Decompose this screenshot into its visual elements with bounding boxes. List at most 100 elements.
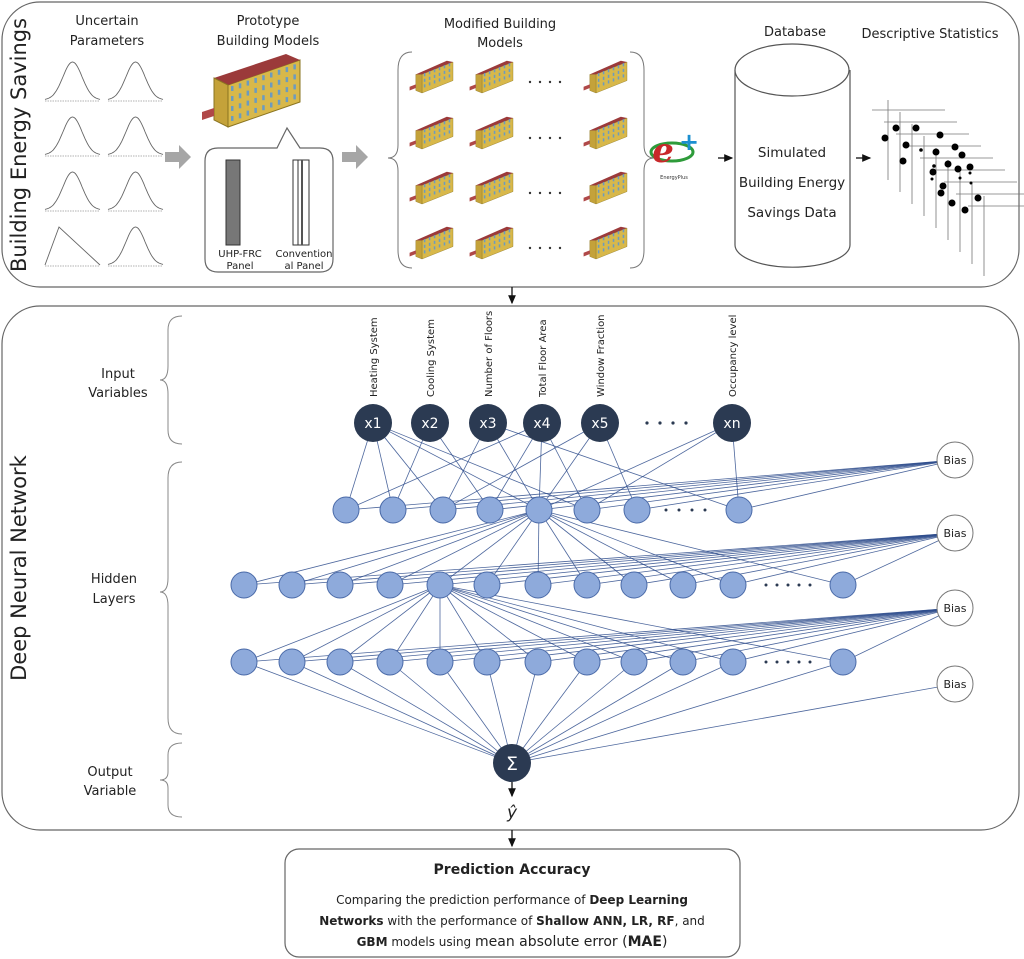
connection-line	[243, 584, 441, 663]
ellipsis-dot	[538, 191, 542, 195]
input-variable-label: Heating System	[369, 317, 380, 397]
bias-label: Bias	[943, 678, 966, 691]
result-text-segment: Deep Learning	[589, 893, 688, 907]
left-brace	[387, 51, 413, 269]
ellipsis-dot	[671, 421, 675, 425]
connection-line	[511, 683, 956, 764]
scatter-point	[936, 131, 944, 139]
scatter-point	[912, 124, 920, 132]
connection-line	[389, 584, 441, 663]
input-node-label: x1	[364, 416, 381, 432]
conventional-label-2: al Panel	[284, 261, 323, 272]
hidden-node	[669, 571, 697, 599]
building-icon	[409, 226, 454, 260]
ellipsis-dot	[548, 191, 552, 195]
hidden-node	[326, 571, 354, 599]
hidden-label-2: Layers	[92, 592, 135, 607]
ellipsis-dot	[690, 508, 694, 512]
hidden-node	[476, 496, 504, 524]
bias-label: Bias	[943, 527, 966, 540]
input-variable-label: Window Fraction	[596, 314, 607, 397]
connection-line	[511, 661, 684, 764]
connection-line	[442, 459, 956, 511]
input-variable-label: Number of Floors	[484, 311, 495, 397]
hidden-node	[429, 496, 457, 524]
result-line-2: Networks with the performance of Shallow…	[319, 914, 705, 928]
hidden-node	[473, 571, 501, 599]
result-text-segment: Shallow ANN, LR, RF	[536, 914, 674, 928]
hidden-node	[573, 648, 601, 676]
connection-line	[243, 607, 956, 663]
connection-line	[372, 422, 540, 511]
ellipsis-dot	[548, 80, 552, 84]
connection-line	[291, 607, 956, 663]
bias-label: Bias	[943, 602, 966, 615]
hidden-node	[278, 648, 306, 676]
uncertain-parameters-label-1: Uncertain	[75, 14, 138, 29]
ellipsis-dot	[538, 246, 542, 250]
bias-label: Bias	[943, 454, 966, 467]
connection-line	[842, 532, 956, 586]
hidden-node	[524, 648, 552, 676]
bias-node	[936, 441, 974, 479]
arrow-to-prototype-icon	[165, 145, 191, 169]
result-text-segment: Comparing the prediction performance of	[336, 893, 589, 907]
connection-line	[439, 661, 513, 764]
input-node	[354, 404, 392, 442]
connection-line	[586, 532, 956, 586]
result-title: Prediction Accuracy	[434, 862, 591, 878]
result-text-segment: Networks	[319, 914, 383, 928]
database-cylinder	[734, 43, 851, 268]
scatter-point	[902, 141, 910, 149]
connection-line	[339, 584, 441, 663]
hidden-node	[376, 648, 404, 676]
ellipsis-dot	[658, 421, 662, 425]
database-text-3: Savings Data	[747, 205, 836, 221]
scatter-point	[966, 163, 974, 171]
bias-node	[936, 589, 974, 627]
database-label: Database	[764, 25, 826, 40]
bias-node	[936, 665, 974, 703]
distribution-curve	[44, 61, 101, 100]
input-node	[469, 404, 507, 442]
scatter-point	[930, 177, 934, 181]
ellipsis-dot	[775, 660, 779, 664]
prototype-building	[202, 54, 301, 128]
scatter-point	[881, 134, 889, 142]
connection-line	[439, 607, 956, 663]
ellipsis-dot	[808, 660, 812, 664]
ellipsis-dot	[764, 660, 768, 664]
input-node-label: xn	[723, 416, 740, 432]
result-line-1: Comparing the prediction performance of …	[336, 893, 688, 907]
ellipsis-dot	[528, 191, 532, 195]
building-icon	[583, 60, 628, 94]
connection-line	[489, 459, 956, 511]
connection-line	[243, 532, 956, 586]
building-icon	[409, 60, 454, 94]
hidden-node	[573, 496, 601, 524]
hidden-node	[473, 648, 501, 676]
connection-line	[538, 509, 734, 586]
building-icon	[469, 171, 514, 205]
scatter-point	[961, 206, 969, 214]
result-line-3: GBM models using mean absolute error (MA…	[357, 934, 668, 950]
connection-line	[842, 607, 956, 663]
connection-line	[538, 422, 733, 511]
connection-line	[291, 661, 513, 764]
output-label-2: Variable	[84, 784, 137, 799]
connection-line	[511, 661, 635, 764]
hidden-node	[326, 648, 354, 676]
connection-line	[486, 532, 956, 586]
connection-line	[511, 661, 588, 764]
input-node-label: x4	[533, 416, 550, 432]
ellipsis-dot	[558, 191, 562, 195]
hidden-brace	[159, 461, 183, 735]
modified-buildings-grid	[409, 60, 628, 260]
building-icon	[583, 226, 628, 260]
hidden-node	[524, 571, 552, 599]
result-text-segment: mean absolute error (	[475, 934, 628, 950]
hidden-node	[829, 648, 857, 676]
ellipsis-dot	[797, 583, 801, 587]
connection-line	[339, 661, 513, 764]
